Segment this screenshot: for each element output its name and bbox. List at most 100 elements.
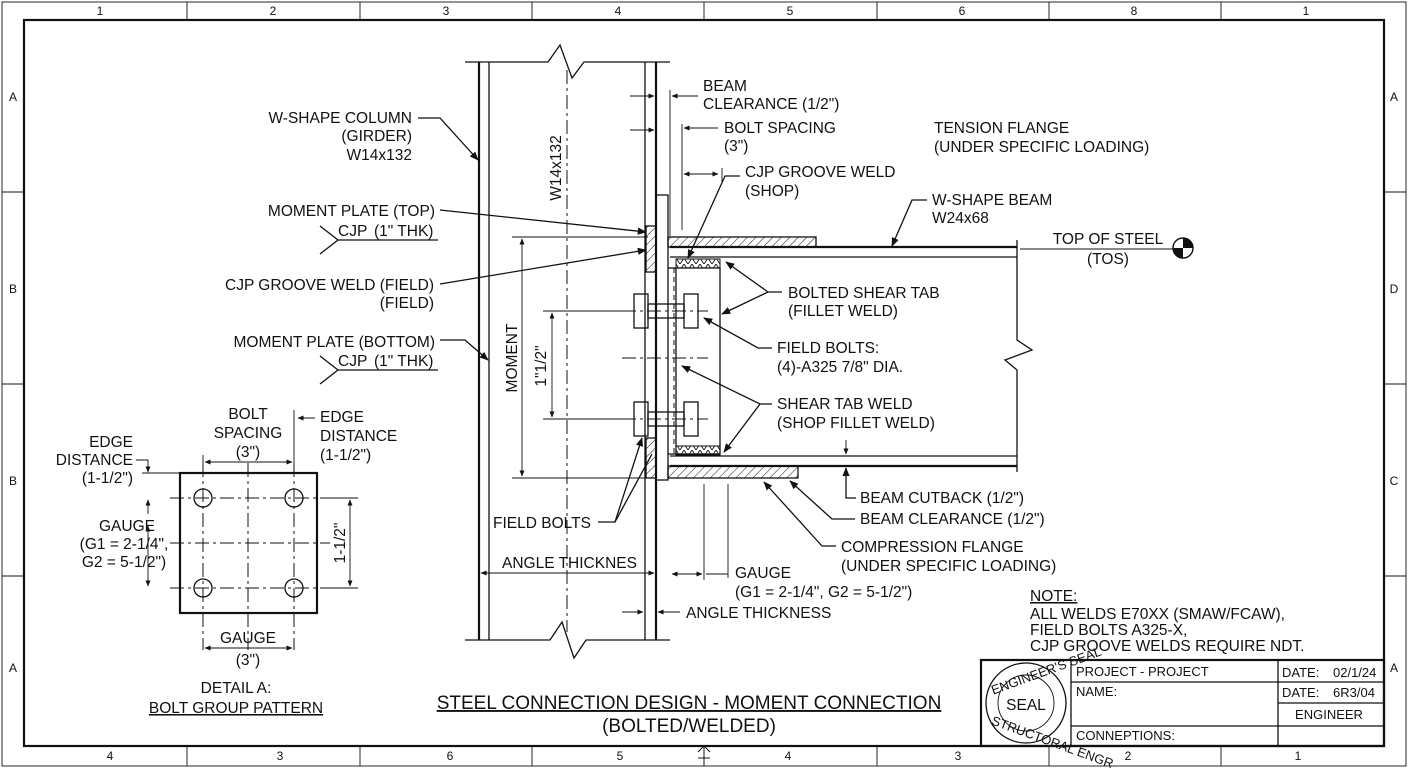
note-line-1: ALL WELDS E70XX (SMAW/FCAW), [1030,606,1285,623]
grid-top-6: 6 [959,4,966,18]
grid-bottom-2: 3 [277,749,284,763]
detail-title-1: DETAIL A: [201,680,272,697]
grid-bottom-5: 4 [785,749,792,763]
gauge-label-1: GAUGE [735,565,791,582]
tb-date-label-1: DATE: [1282,665,1319,680]
w-shape-beam [667,236,1176,479]
tos-callout: TOP OF STEEL (TOS) [1053,231,1194,268]
grid-top-4: 4 [615,4,622,18]
moment-plate-bottom-callout: MOMENT PLATE (BOTTOM) CJP (1" THK) [233,334,489,385]
column-label-2: (GIRDER) [341,128,412,145]
moment-plate-top-label: MOMENT PLATE (TOP) [268,203,435,220]
field-bolts-label-1: FIELD BOLTS: [777,340,879,357]
grid-bottom-3: 6 [447,749,454,763]
moment-plate-bottom-thk: (1" THK) [374,353,433,370]
angle-thicknes-label: ANGLE THICKNES [502,555,637,572]
detail-gauge-bottom-2: (3") [236,652,260,669]
center-mark-icon [697,745,711,766]
gauge-callout: GAUGE (G1 = 2-1/4", G2 = 5-1/2") [671,484,912,601]
detail-bolt-spacing-3: (3") [236,444,260,461]
grid-top-5: 5 [787,4,794,18]
shear-tab-weld-top [675,258,721,269]
top-moment-plate [667,236,817,248]
tb-name: NAME: [1076,684,1117,699]
bolt-spacing-label-2: (3") [724,138,748,155]
bolt-spacing-callout: BOLT SPACING (3") [681,120,836,230]
cjp-shop-label-2: (SHOP) [745,183,799,200]
grid-top-1: 1 [97,4,104,18]
tb-date-2: 6R3/04 [1333,685,1375,700]
grid-left-4: A [9,661,17,675]
moment-plate-top-weld: CJP [338,223,367,240]
detail-edge-right-3: (1-1/2") [320,447,371,464]
compression-flange-callout: COMPRESSION FLANGE (UNDER SPECIFIC LOADI… [763,481,1056,575]
detail-edge-left-2: DISTANCE [56,452,133,469]
grid-bottom-4: 5 [617,749,624,763]
grid-right-3: C [1390,474,1399,488]
title-block: ENGINEER'S SEAL SEAL STRUCTORAL ENGR PRO… [979,644,1386,768]
bottom-moment-plate [667,465,799,479]
tb-date-1: 02/1/24 [1333,665,1376,680]
tos-label-2: (TOS) [1087,251,1129,268]
detail-gauge-left-3: G2 = 5-1/2") [82,554,166,571]
compression-flange-label-1: COMPRESSION FLANGE [841,539,1024,556]
beam-cutback-callout: BEAM CUTBACK (1/2") [842,440,1024,507]
beam-label-2: W24x68 [932,210,989,227]
shear-tab-weld-bottom [675,445,721,456]
field-bolts-short-label: FIELD BOLTS [493,515,591,532]
cjp-shop-label-1: CJP GROOVE WELD [745,164,895,181]
sheet-title: STEEL CONNECTION DESIGN - MOMENT CONNECT… [437,693,942,737]
column-break-bottom-icon [465,620,670,660]
column-label-1: W-SHAPE COLUMN [268,110,412,127]
tos-label-1: TOP OF STEEL [1053,231,1164,248]
angle-thicknes-callout: ANGLE THICKNES [480,555,655,576]
column-break-top-icon [465,43,670,80]
detail-bolt-spacing-2: SPACING [214,425,283,442]
bolt-lower [622,401,708,437]
detail-gauge-bottom-1: GAUGE [220,630,276,647]
bolt-hole-4 [284,578,304,598]
grid-left-3: B [9,474,17,488]
grid-bottom-6: 3 [955,749,962,763]
gauge-label-2: (G1 = 2-1/4", G2 = 5-1/2") [735,584,912,601]
angle-thickness-callout: ANGLE THICKNESS [622,605,831,622]
note-title: NOTE: [1030,588,1077,605]
grid-bottom-7: 2 [1125,749,1132,763]
tb-project: PROJECT - PROJECT [1076,664,1209,679]
detail-edge-right-2: DISTANCE [320,428,397,445]
tension-flange-callout: TENSION FLANGE (UNDER SPECIFIC LOADING) [934,120,1149,156]
grid-bottom-1: 4 [107,749,114,763]
detail-a-bolt-group: BOLT SPACING (3") EDGE DISTANCE (1-1/2")… [56,406,397,717]
cjp-shop-callout: CJP GROOVE WELD (SHOP) [683,164,895,259]
column-callout: W-SHAPE COLUMN (GIRDER) W14x132 [268,110,479,164]
beam-break-icon [1003,240,1034,472]
note-line-2: FIELD BOLTS A325-X, [1030,622,1187,639]
grid-top-7: 8 [1131,4,1138,18]
detail-edge-left-1: EDGE [89,434,133,451]
column-plate [655,194,669,481]
grid-top-8: 1 [1303,4,1310,18]
sheet-title-line-2: (BOLTED/WELDED) [602,716,776,737]
beam-clearance-bottom-label: BEAM CLEARANCE (1/2") [860,511,1045,528]
grid-left-1: A [9,90,17,104]
grid-top-2: 2 [270,4,277,18]
shear-tab-label-1: BOLTED SHEAR TAB [788,285,940,302]
shear-tab-weld-label-1: SHEAR TAB WELD [777,396,913,413]
top-flange-groove-weld [645,225,657,273]
detail-edge-left-3: (1-1/2") [82,470,133,487]
seal-center-text: SEAL [1006,697,1046,714]
general-note: NOTE: ALL WELDS E70XX (SMAW/FCAW), FIELD… [1030,588,1304,655]
field-bolts-label-2: (4)-A325 7/8" DIA. [777,359,903,376]
moment-dimension: MOMENT 1"1/2" [504,236,648,479]
tension-flange-label-1: TENSION FLANGE [934,120,1069,137]
tos-target-icon [1172,237,1194,259]
field-bolts-callout: FIELD BOLTS: (4)-A325 7/8" DIA. [703,317,903,376]
cjp-field-sub: (FIELD) [380,295,434,312]
bolt-hole-3 [193,578,213,598]
moment-plate-bottom-label: MOMENT PLATE (BOTTOM) [233,334,435,351]
column-vertical-label: W14x132 [548,135,565,200]
note-line-3: CJP GROOVE WELDS REQUIRE NDT. [1030,638,1304,655]
moment-dim-label: MOMENT [504,323,521,392]
detail-bolt-spacing-1: BOLT [228,406,268,423]
